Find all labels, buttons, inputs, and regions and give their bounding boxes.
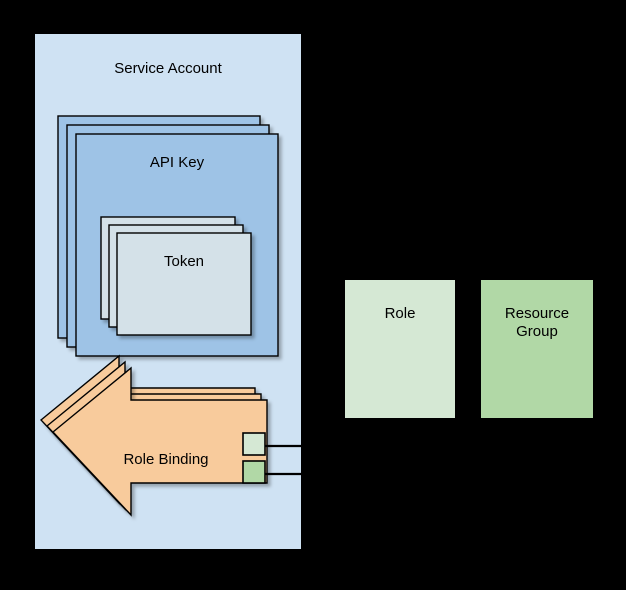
- role-box[interactable]: [345, 280, 455, 418]
- resource-group-box[interactable]: [481, 280, 593, 418]
- resource-group-connector-port[interactable]: [242, 460, 266, 484]
- role-binding-arrow-front: [51, 366, 268, 517]
- token-stack[interactable]: [100, 216, 252, 336]
- role-connector-port[interactable]: [242, 432, 266, 456]
- role-binding-stack[interactable]: [39, 354, 268, 517]
- token-card-front: [116, 232, 252, 336]
